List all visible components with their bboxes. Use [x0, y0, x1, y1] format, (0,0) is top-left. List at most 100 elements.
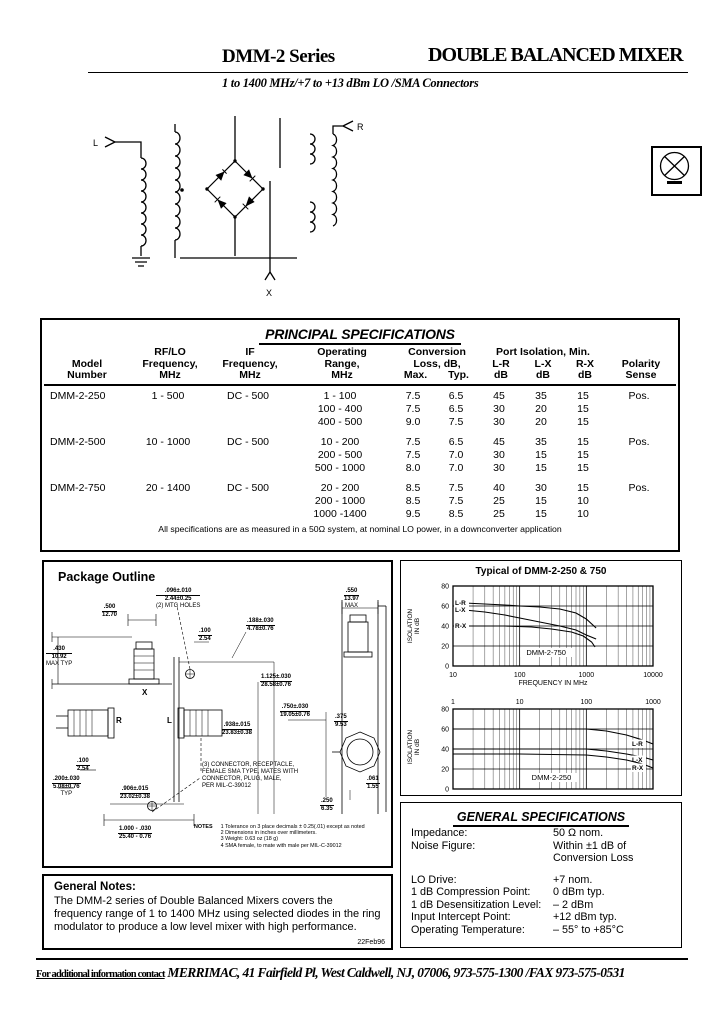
footer-contact-info: MERRIMAC, 41 Fairfield Pl, West Caldwell… [164, 965, 625, 980]
svg-text:10000: 10000 [643, 672, 663, 679]
spec-cell [42, 416, 128, 429]
isolation-charts-box: Typical of DMM-2-250 & 750 ISOLATION IN … [400, 560, 682, 796]
spec-cell: 25 [493, 507, 505, 520]
spec-cell: 6.5 [448, 435, 464, 448]
svg-text:80: 80 [441, 707, 449, 714]
spec-row: Noise Figure:Within ±1 dB of Conversion … [411, 839, 634, 865]
frequency-axis-label: FREQUENCY IN MHz [518, 680, 588, 687]
spec-cell [42, 462, 128, 475]
footer: For additional information contact MERRI… [36, 958, 688, 982]
general-specifications-box: GENERAL SPECIFICATIONS Impedance:50 Ω no… [400, 802, 682, 948]
spec-cell: 15 [577, 415, 589, 428]
spec-cell: 200 - 1000 [314, 494, 366, 507]
spec-cell: 15 [535, 448, 547, 461]
spec-cell: 7.5 [405, 448, 421, 461]
general-notes-box: General Notes: The DMM-2 series of Doubl… [42, 874, 393, 950]
package-outline-title: Package Outline [58, 570, 156, 584]
spec-cell: 15 [577, 481, 589, 494]
spec-cell: 35 [535, 389, 547, 402]
spec-cell: 20 [535, 415, 547, 428]
spec-cell: 7.5 [448, 415, 464, 428]
svg-text:20: 20 [441, 767, 449, 774]
spec-cell [604, 495, 674, 508]
spec-cell [128, 403, 208, 416]
spec-cell: 20 [535, 402, 547, 415]
spec-cell [128, 462, 208, 475]
spec-cell: 15 [577, 402, 589, 415]
svg-text:L-X: L-X [455, 607, 466, 614]
spec-cell: 30 [493, 448, 505, 461]
spec-cell: 1 - 100 [323, 389, 357, 402]
col-if: IF Frequency, MHz [222, 346, 278, 381]
spec-cell: 6.5 [448, 389, 464, 402]
port-l-label: L [167, 716, 172, 725]
svg-text:DMM-2-750: DMM-2-750 [526, 648, 566, 657]
spec-row: LO Drive:+7 nom. [411, 873, 593, 886]
spec-cell: 15 [577, 461, 589, 474]
spec-cell [42, 403, 128, 416]
mixer-schematic: L R X [93, 116, 364, 298]
spec-cell: 15 [535, 507, 547, 520]
spec-cell: 45 [493, 435, 505, 448]
col-port-isolation: Port Isolation, Min. L-R dB L-X dB R-X d… [480, 346, 606, 382]
spec-cell: 15 [577, 435, 589, 448]
svg-text:60: 60 [441, 604, 449, 611]
spec-cell [42, 495, 128, 508]
svg-text:1: 1 [451, 699, 455, 706]
notes-label: NOTES [194, 824, 213, 830]
series-name: DMM-2 Series [222, 46, 335, 67]
svg-text:L-R: L-R [455, 600, 466, 607]
spec-cell: 10 [577, 494, 589, 507]
svg-text:80: 80 [441, 584, 449, 591]
spec-row: Impedance:50 Ω nom. [411, 827, 604, 839]
spec-cell: 25 [493, 494, 505, 507]
svg-text:10: 10 [516, 699, 524, 706]
svg-text:10: 10 [449, 672, 457, 679]
spec-cell: 7.5 [405, 389, 421, 402]
terminal-l-label: L [93, 138, 98, 148]
port-r-label: R [116, 716, 122, 725]
spec-cell: 8.0 [405, 461, 421, 474]
spec-cell: 7.0 [448, 448, 464, 461]
spec-row: Input Intercept Point:+12 dBm typ. [411, 911, 617, 923]
col-typ: Typ. [448, 369, 469, 381]
spec-cell [42, 449, 128, 462]
spec-cell [604, 508, 674, 521]
spec-cell [208, 508, 288, 521]
spec-cell [208, 495, 288, 508]
spec-cell: 30 [493, 415, 505, 428]
terminal-r-label: R [357, 122, 364, 132]
spec-cell: 35 [535, 435, 547, 448]
spec-cell: 7.5 [405, 402, 421, 415]
header-rule [88, 72, 688, 73]
spec-cell: DMM-2-250 [50, 389, 106, 402]
svg-text:R-X: R-X [632, 765, 644, 772]
spec-cell: 30 [535, 481, 547, 494]
col-conversion-loss: Conversion Loss, dB, Max. Typ. [394, 346, 480, 382]
connector-note: (3) CONNECTOR, RECEPTACLE, FEMALE SMA TY… [202, 762, 299, 789]
spec-cell: 1000 -1400 [313, 507, 367, 520]
svg-text:100: 100 [580, 699, 592, 706]
port-x-label: X [142, 688, 148, 697]
spec-cell: 8.5 [405, 481, 421, 494]
spec-cell: 200 - 500 [317, 448, 363, 461]
package-notes: NOTES 1 Tolerance on 3 place decimals ± … [194, 824, 390, 849]
spec-cell [128, 495, 208, 508]
col-lx: L-X dB [534, 357, 552, 381]
